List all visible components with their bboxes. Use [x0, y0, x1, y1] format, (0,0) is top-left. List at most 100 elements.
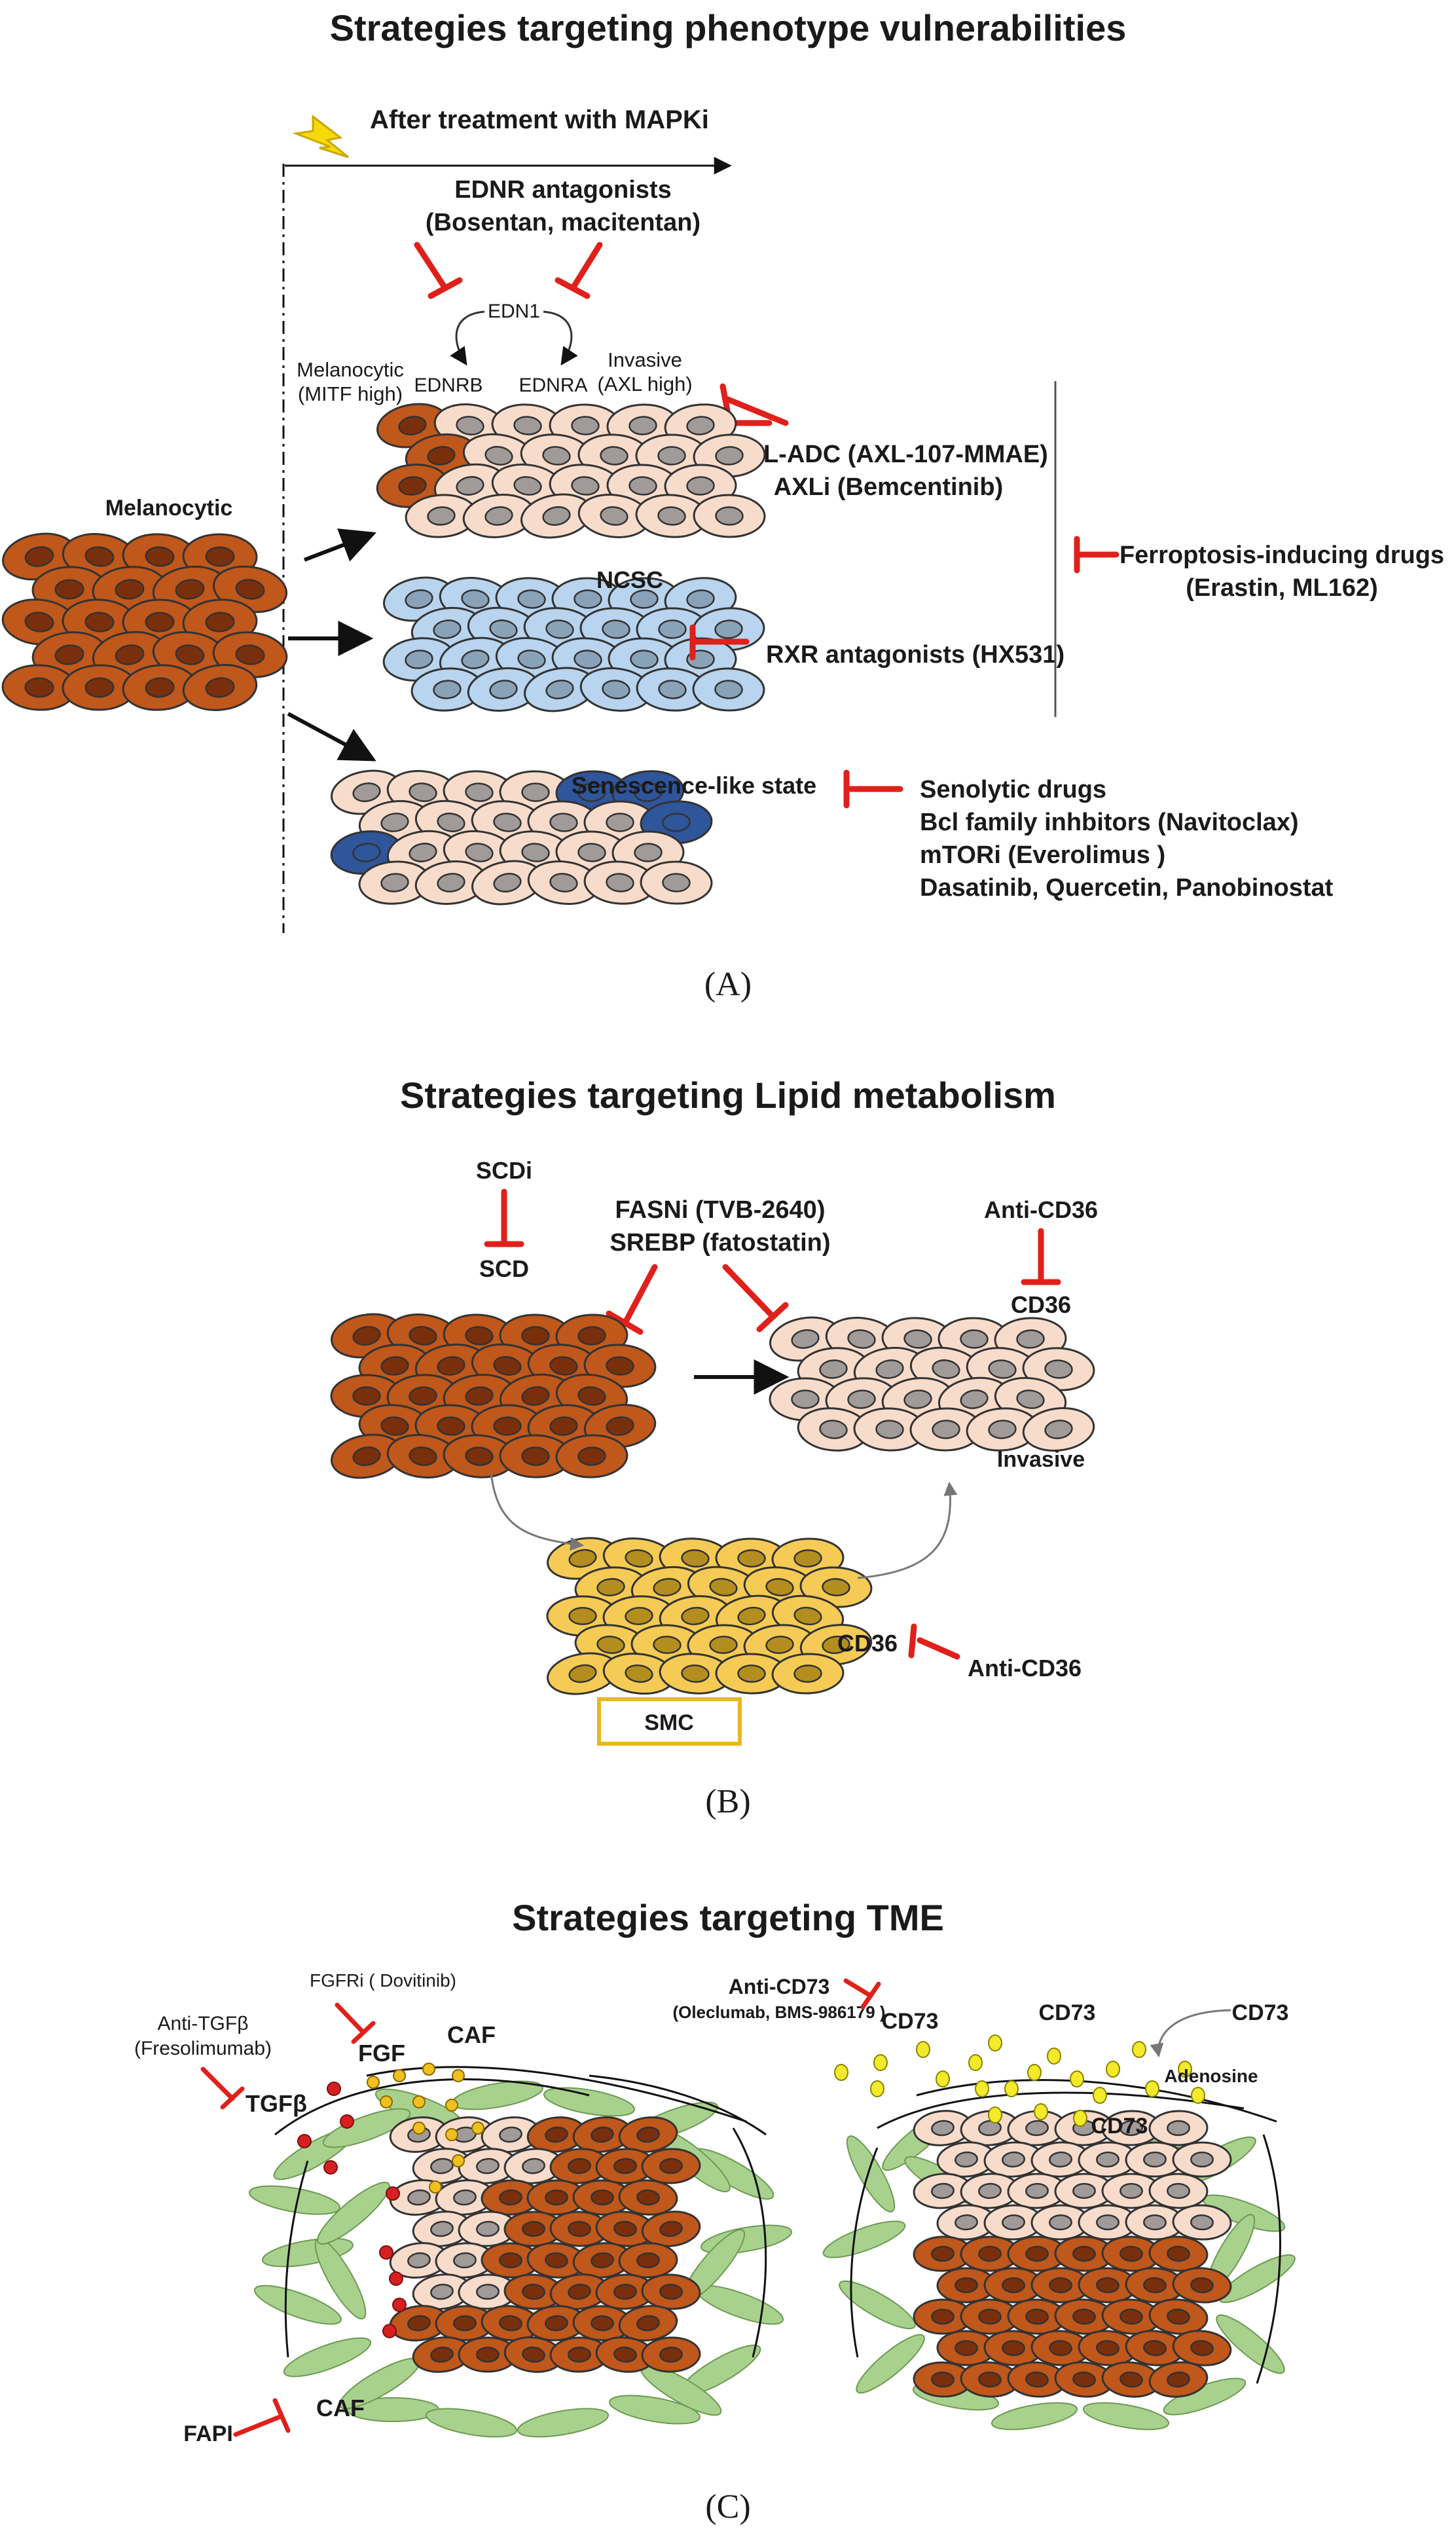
fibroblast	[517, 2408, 610, 2438]
cell	[983, 2330, 1044, 2366]
ecm-fiber	[877, 2091, 1245, 2129]
fibroblast	[839, 2280, 916, 2330]
fgf-label: FGF	[358, 2040, 405, 2067]
panel-b: Strategies targeting Lipid metabolism SC…	[330, 1075, 1098, 1820]
fgfri-label: FGFRi ( Dovitinib)	[310, 1970, 456, 1991]
ednr-drugs-label: (Bosentan, macitentan)	[426, 209, 701, 236]
adenosine-dot	[1073, 2110, 1087, 2127]
fibroblast	[451, 2080, 544, 2110]
cell	[909, 1407, 983, 1452]
adenosine-dot	[1034, 2103, 1048, 2120]
adenosine-dot	[988, 2034, 1002, 2051]
cell	[62, 664, 137, 711]
fibroblast	[425, 2408, 518, 2438]
cell	[913, 2298, 973, 2335]
tgfb-inhibitor	[200, 2067, 245, 2110]
fapi-label: FAPI	[183, 2421, 233, 2446]
cd36-top-inhibitor	[1021, 1228, 1061, 1285]
branch-arrow-invasive	[303, 528, 377, 562]
ecm-fiber	[274, 2078, 590, 2136]
axl-inhibitor-line	[725, 396, 789, 426]
cell	[503, 2148, 564, 2184]
cell	[960, 2110, 1020, 2146]
cell	[618, 2242, 678, 2279]
adenosine-dot	[1027, 2064, 1042, 2081]
cd73-label-2: CD73	[1039, 2000, 1096, 2025]
tme-right-diagram	[822, 2034, 1296, 2431]
fgf-dot	[393, 2069, 406, 2082]
cell	[412, 2273, 472, 2310]
cell	[853, 1407, 926, 1452]
cell	[458, 2211, 518, 2247]
cell	[1054, 2298, 1114, 2335]
adenosine-dot	[834, 2064, 848, 2081]
fasn-inhibitor-left	[606, 1264, 658, 1335]
anti-tgfb-label: Anti-TGFβ	[158, 2013, 249, 2034]
cell	[983, 2141, 1044, 2178]
panel-c-title: Strategies targeting TME	[512, 1897, 944, 1938]
cell	[1148, 2361, 1209, 2398]
ednr-inhibitor-right	[555, 242, 603, 299]
fap-inhibitor	[233, 2398, 291, 2437]
cd73-inhibitor	[843, 1978, 881, 2010]
panel-a-caption: (A)	[704, 966, 752, 1003]
cell	[435, 2179, 495, 2216]
cd73-label-1: CD73	[882, 2009, 939, 2034]
fgf-dot	[412, 2095, 426, 2108]
tgfb-dot	[327, 2082, 341, 2096]
fibroblast	[822, 2220, 906, 2258]
invasive-sub-label: (AXL high)	[597, 373, 692, 395]
axli-label: AXLi (Bemcentinib)	[774, 473, 1003, 501]
panel-b-title: Strategies targeting Lipid metabolism	[400, 1075, 1056, 1116]
cell	[503, 2336, 564, 2373]
cell	[659, 1653, 732, 1695]
cell	[520, 493, 592, 539]
panel-a-title: Strategies targeting phenotype vulnerabi…	[330, 7, 1127, 48]
cell	[1078, 2330, 1138, 2366]
cell	[936, 2141, 996, 2178]
cell	[526, 2242, 587, 2279]
anti-cd36-bottom-label: Anti-CD36	[968, 1655, 1082, 1681]
fgf-dot	[445, 2128, 458, 2141]
ferroptosis-label: Ferroptosis-inducing drugs	[1119, 542, 1444, 569]
cell	[549, 2273, 610, 2310]
cell	[1078, 2204, 1138, 2241]
cell	[122, 664, 198, 711]
caf-bottom-label: CAF	[316, 2395, 365, 2421]
tgfb-dot	[297, 2134, 312, 2148]
cell	[618, 2179, 678, 2216]
tgfb-dot	[323, 2160, 338, 2175]
fgf-dot	[412, 2122, 426, 2135]
melanocytic-high-label: Melanocytic	[297, 358, 404, 381]
srebp-label: SREBP (fatostatin)	[610, 1229, 830, 1257]
invasive-cell-cluster	[376, 403, 766, 539]
tgfb-dot	[389, 2271, 403, 2286]
ednrb-label: EDNRB	[414, 375, 482, 396]
panel-c-caption: (C)	[705, 2488, 750, 2526]
cell	[641, 2211, 701, 2247]
after-treatment-label: After treatment with MAPKi	[370, 105, 709, 134]
smc-label: SMC	[644, 1710, 694, 1735]
fasni-label: FASNi (TVB-2640)	[615, 1196, 826, 1224]
cell	[1022, 1407, 1095, 1452]
senolytic-label: Senolytic drugs	[920, 776, 1106, 803]
cell	[966, 1407, 1039, 1452]
cell	[1148, 2235, 1209, 2272]
cell	[1101, 2110, 1161, 2146]
adenosine-dot	[1145, 2080, 1159, 2097]
fibroblast	[543, 2087, 636, 2117]
bcl-label: Bcl family inhbitors (Navitoclax)	[920, 809, 1299, 836]
melanocytic-to-smc-arrow	[490, 1473, 585, 1551]
cell	[526, 2305, 587, 2342]
cell	[572, 2116, 632, 2153]
cell	[602, 1653, 676, 1695]
adenosine-dot	[870, 2080, 884, 2097]
fgf-dot	[429, 2180, 442, 2194]
tme-left-diagram	[248, 2063, 793, 2438]
adenosine-dot	[936, 2070, 950, 2087]
cell	[693, 494, 766, 538]
cell	[1172, 2204, 1232, 2241]
adenosine-dot	[1178, 2061, 1192, 2078]
cd36-bottom-label: CD36	[837, 1630, 898, 1657]
